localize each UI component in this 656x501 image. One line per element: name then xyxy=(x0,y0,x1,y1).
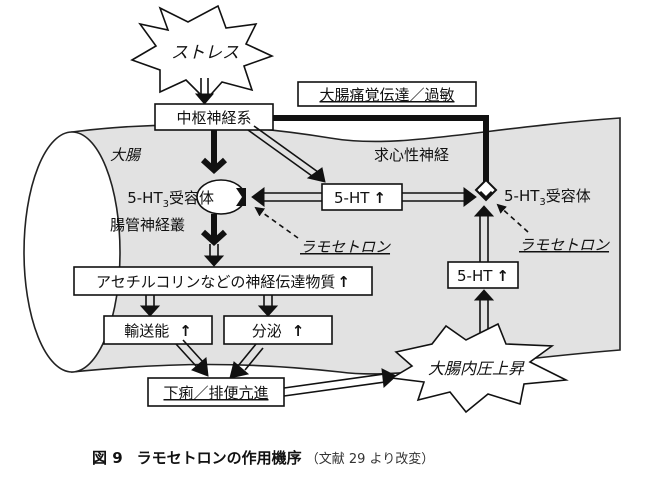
neurotransmitters-box: アセチルコリンなどの神経伝達物質↑ xyxy=(73,266,373,296)
afferent-nerve-label: 求心性神経 xyxy=(374,146,449,164)
secretion-box: 分泌 ↑ xyxy=(223,315,333,345)
secretion-text: 分泌 xyxy=(252,322,282,340)
transport-box: 輸送能 ↑ xyxy=(103,315,213,345)
secretion-label: 分泌 ↑ xyxy=(252,322,305,340)
serotonin-center-label: 5-HT↑ xyxy=(334,189,386,207)
stress-burst: ストレス xyxy=(130,4,275,102)
figure-caption: 図 9 ラモセトロンの作用機序（文献 29 より改変） xyxy=(92,447,434,468)
arrow-serotonin-to-left-receptor xyxy=(251,187,322,207)
receptor-right-label: 5-HT3受容体 xyxy=(504,187,591,208)
cns-label: 中枢神経系 xyxy=(176,109,251,127)
neurotransmitters-up: ↑ xyxy=(337,273,350,291)
figure-source: （文献 29 より改変） xyxy=(305,452,435,467)
diarrhea-box: 下痢／排便亢進 xyxy=(147,377,285,407)
diarrhea-label: 下痢／排便亢進 xyxy=(163,384,268,402)
arrow-cns-to-serotonin xyxy=(247,125,326,183)
arrow-serotonin-to-right-receptor xyxy=(402,187,477,207)
cns-to-receptor-line xyxy=(200,130,228,175)
receptor-left: 5-HT3受容体 xyxy=(127,179,246,215)
serotonin-right-label: 5-HT↑ xyxy=(457,267,509,285)
figure-number: 図 9 xyxy=(92,449,123,467)
serotonin-center-text: 5-HT xyxy=(334,189,370,207)
serotonin-center-up: ↑ xyxy=(373,189,386,207)
arrow-to-secretion xyxy=(257,295,279,317)
receptor-left-suffix: 受容体 xyxy=(169,189,214,207)
hypersensitivity-path xyxy=(273,115,489,192)
receptor-right-text: 5-HT xyxy=(504,187,540,205)
mechanism-diagram: ストレス 中枢神経系 大腸痛覚伝達／過敏 大腸 求心性神経 5-HT3受容体 xyxy=(23,4,621,414)
neurotransmitters-text: アセチルコリンなどの神経伝達物質 xyxy=(96,273,335,291)
ramosetron-right-label: ラモセトロン xyxy=(519,236,610,254)
serotonin-right-box: 5-HT↑ xyxy=(447,261,519,289)
serotonin-right-text: 5-HT xyxy=(457,267,493,285)
arrow-secretion-to-diarrhea xyxy=(229,343,264,379)
transport-up: ↑ xyxy=(179,322,192,340)
transport-label: 輸送能 ↑ xyxy=(124,322,192,340)
serotonin-right-up: ↑ xyxy=(496,267,509,285)
pressure-burst: 大腸内圧上昇 xyxy=(389,322,569,414)
hypersensitivity-box: 大腸痛覚伝達／過敏 xyxy=(297,81,477,107)
cns-box: 中枢神経系 xyxy=(154,103,274,131)
ramosetron-left-label: ラモセトロン xyxy=(300,238,391,256)
receptor-to-plexus-line xyxy=(200,214,228,247)
arrow-transport-to-diarrhea xyxy=(175,339,209,377)
hypersensitivity-label: 大腸痛覚伝達／過敏 xyxy=(319,86,454,104)
ramosetron-right-arrow xyxy=(496,203,529,233)
serotonin-center-box: 5-HT↑ xyxy=(321,183,403,211)
receptor-right-subscript: 3 xyxy=(539,197,545,208)
receptor-left-text: 5-HT xyxy=(127,189,163,207)
arrow-diarrhea-to-pressure xyxy=(283,368,397,397)
colon-label: 大腸 xyxy=(110,146,142,164)
arrow-plexus-to-neurotransmitters xyxy=(203,244,225,267)
arrow-to-transport xyxy=(139,295,161,317)
pressure-label: 大腸内圧上昇 xyxy=(428,359,525,378)
arrow-stress-to-cns xyxy=(194,78,215,105)
receptor-left-subscript: 3 xyxy=(163,199,169,210)
figure-title: ラモセトロンの作用機序 xyxy=(136,449,302,467)
secretion-up: ↑ xyxy=(292,322,305,340)
receptor-left-label: 5-HT3受容体 xyxy=(127,189,214,210)
transport-text: 輸送能 xyxy=(124,322,169,340)
enteric-plexus-label: 腸管神経叢 xyxy=(110,216,185,234)
receptor-right-suffix: 受容体 xyxy=(546,187,591,205)
arrow-serotonin-right-to-receptor xyxy=(473,205,495,262)
receptor-right: 5-HT3受容体 xyxy=(474,178,591,208)
neurotransmitters-label: アセチルコリンなどの神経伝達物質↑ xyxy=(96,273,350,291)
stress-label: ストレス xyxy=(171,43,239,63)
